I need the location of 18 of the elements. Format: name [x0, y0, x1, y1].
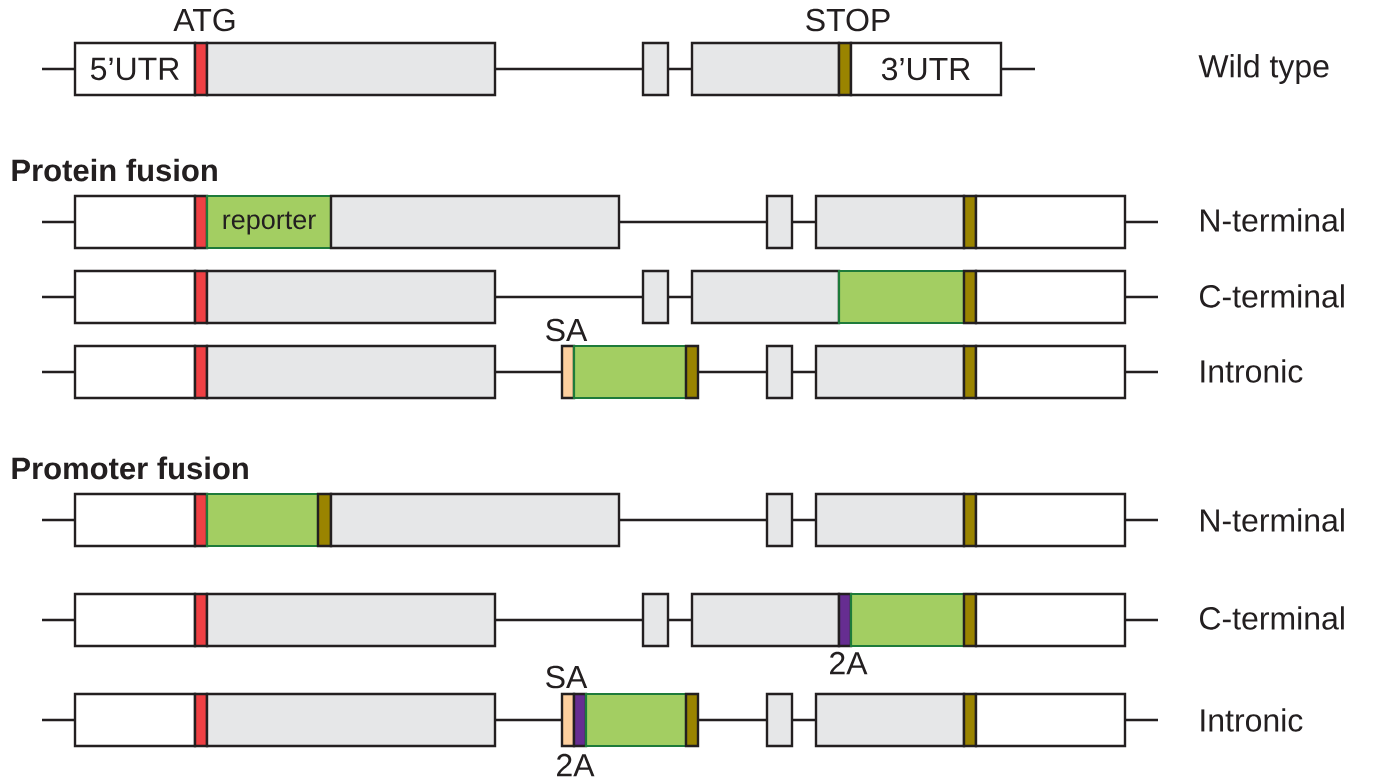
label-text: N-terminal — [1201, 208, 1344, 232]
label-text: 5’UTR — [90, 57, 179, 81]
label-text: ATG — [173, 8, 235, 32]
section-heading: Protein fusion — [12, 158, 217, 182]
label-text: SA — [546, 665, 588, 689]
label-text: N-terminal — [1201, 508, 1344, 532]
label-text: 3’UTR — [881, 57, 970, 81]
section-heading: Promoter fusion — [12, 456, 248, 480]
label-text: 2A — [557, 753, 595, 777]
label-text: Wild type — [1198, 54, 1329, 84]
label-text: Intronic — [1201, 708, 1303, 732]
label-text: C-terminal — [1200, 606, 1344, 630]
reporter-label: reporter — [223, 211, 316, 235]
label-text: C-terminal — [1200, 284, 1344, 308]
label-text: 2A — [830, 651, 868, 675]
label-text: Intronic — [1201, 359, 1303, 383]
label-text: SA — [546, 318, 588, 342]
label-text: STOP — [806, 8, 890, 32]
